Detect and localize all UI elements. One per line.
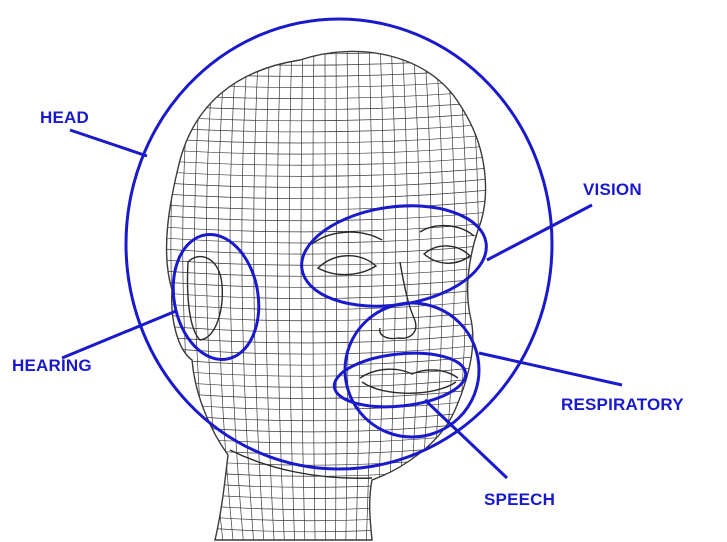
mesh-meridian-line [407,40,419,542]
hearing-leader-line [62,311,176,358]
right-brow [420,226,474,236]
mesh-meridian-line [242,40,254,542]
head-label: HEAD [40,109,89,126]
mesh-meridian-line [277,40,284,542]
mesh-meridian-line [195,40,214,542]
mesh-meridian-line [230,40,244,542]
vision-leader-line [487,205,592,260]
respiratory-region-ellipse [345,303,479,437]
mesh-meridian-line [289,40,295,542]
mesh-meridian-line [336,40,337,542]
speech-label: SPEECH [484,491,555,508]
mesh-meridian-line [147,40,172,542]
mesh-meridian-line [325,40,326,542]
mesh-meridian-line [206,40,223,542]
mesh-meridian-line [468,40,490,542]
hearing-label: HEARING [12,357,92,374]
respiratory-label: RESPIRATORY [561,396,684,413]
mesh-meridian-line [427,40,442,542]
mesh-meridian-line [478,40,502,542]
mesh-meridian-line [417,40,431,542]
mouth-lower-lip [362,382,456,393]
mesh-meridian-line [346,40,348,542]
speech-region-ellipse [332,347,469,413]
vision-region-ellipse [295,195,493,318]
vision-label: VISION [583,181,642,198]
mesh-meridian-line [183,40,203,542]
head-leader-line [70,130,147,156]
respiratory-leader-line [479,353,622,385]
ear-shape [188,257,223,340]
mesh-meridian-line [218,40,233,542]
hearing-region-ellipse [164,228,269,367]
mesh-meridian-line [387,40,396,542]
